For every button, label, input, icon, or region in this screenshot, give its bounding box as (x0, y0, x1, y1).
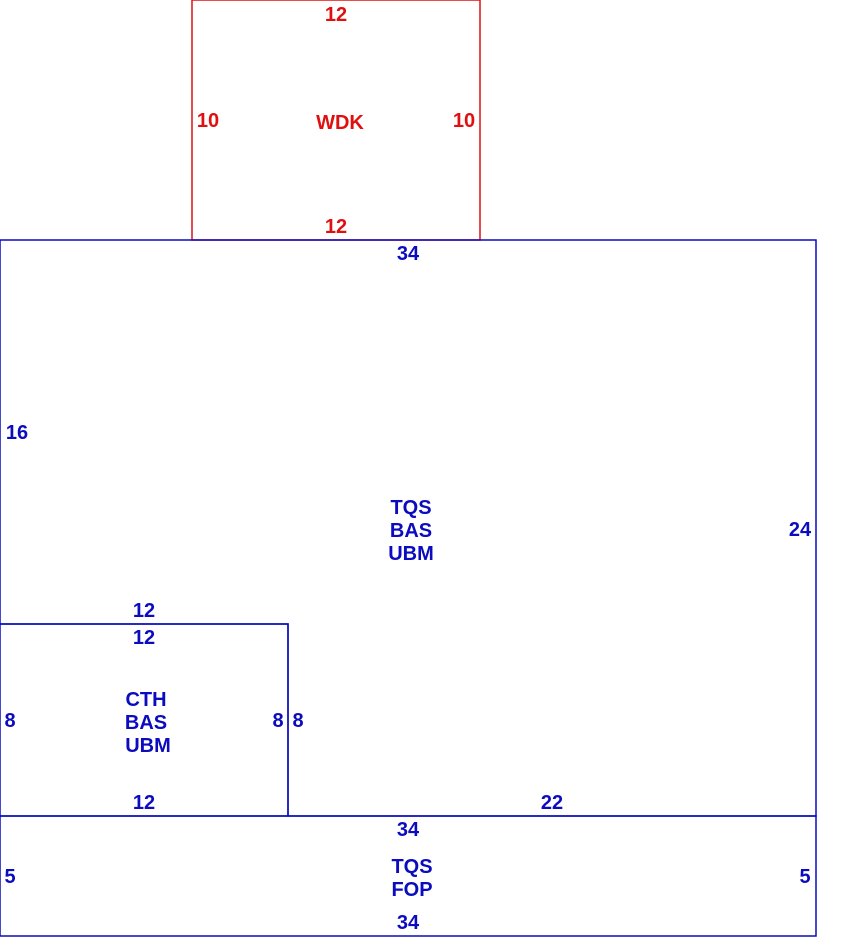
area-main-dim-left: 16 (6, 422, 28, 444)
area-cth-dim-top: 12 (133, 627, 155, 649)
area-cth-code-1: CTH (125, 689, 166, 711)
area-fop-dim-top: 34 (397, 819, 420, 841)
area-main-dim-step: 12 (133, 600, 155, 622)
area-cth-dim-bottom: 12 (133, 792, 155, 814)
area-fop-code-1: TQS (391, 856, 432, 878)
area-wdk-dim-left: 10 (197, 110, 219, 132)
area-cth-code-2: BAS (125, 712, 167, 734)
area-fop-dim-right: 5 (799, 866, 810, 888)
area-main-dim-top: 34 (397, 243, 420, 265)
area-main-code-1: TQS (390, 497, 431, 519)
area-cth-dim-right: 8 (272, 710, 283, 732)
area-main-dim-bottom: 22 (541, 792, 563, 814)
area-wdk-dim-bottom: 12 (325, 216, 347, 238)
area-fop-outline (0, 815, 817, 937)
area-fop[interactable]: TQS FOP 34 34 5 5 (0, 815, 817, 937)
area-cth-dim-left: 8 (4, 710, 15, 732)
area-main[interactable]: TQS BAS UBM 34 16 24 12 8 22 (0, 239, 817, 817)
area-wdk-dim-right: 10 (453, 110, 475, 132)
area-main-code-2: BAS (390, 520, 432, 542)
area-wdk-dim-top: 12 (325, 4, 347, 26)
area-fop-code-2: FOP (391, 879, 432, 901)
area-main-dim-inner: 8 (292, 710, 303, 732)
area-cth[interactable]: CTH BAS UBM 12 12 8 8 (0, 623, 289, 817)
area-main-dim-right: 24 (789, 519, 812, 541)
area-fop-dim-bottom: 34 (397, 912, 420, 934)
area-fop-dim-left: 5 (4, 866, 15, 888)
area-cth-code-3: UBM (125, 735, 171, 757)
area-wdk[interactable]: WDK 12 12 10 10 (191, 0, 481, 241)
area-main-code-3: UBM (388, 543, 434, 565)
area-wdk-code: WDK (316, 112, 364, 134)
